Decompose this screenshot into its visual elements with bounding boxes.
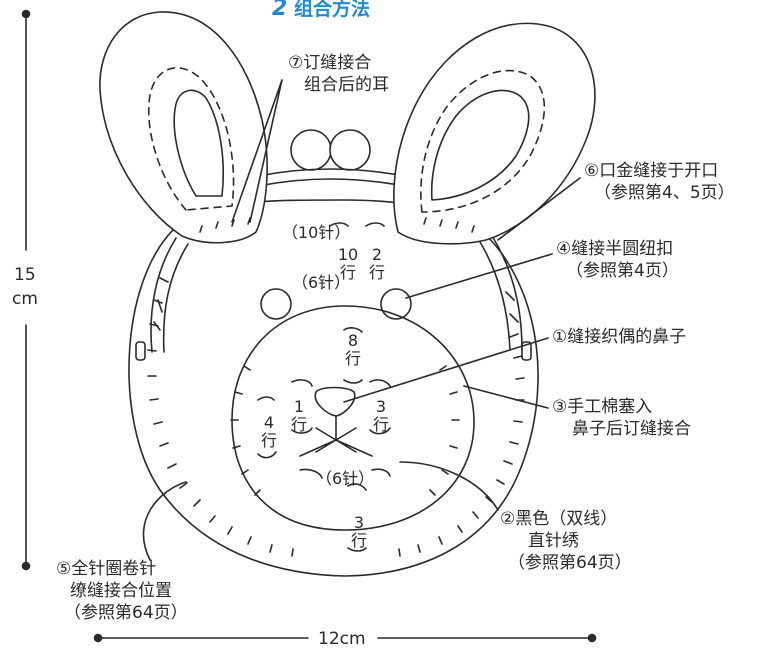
- rows-8: 8行: [344, 331, 361, 368]
- rows-1: 1行: [290, 397, 307, 434]
- rows-2: 2行: [368, 245, 385, 282]
- title-number: 2: [272, 0, 288, 21]
- clasp-hinge-left: [135, 341, 146, 361]
- leader-step5: [142, 481, 187, 561]
- nose: [314, 386, 356, 417]
- step7-line1: ⑦订缝接合: [288, 53, 372, 73]
- step6-line2: （参照第4、5页）: [594, 183, 735, 203]
- rows-4: 4行: [260, 413, 277, 450]
- diagram-title: 2 组合方法: [272, 0, 370, 21]
- step4-line2: （参照第4页）: [566, 261, 679, 281]
- left-ear-inner: [147, 67, 235, 211]
- stitch-10-needles: （10针）: [282, 223, 351, 242]
- height-unit: cm: [12, 289, 38, 309]
- step1-line1: ①缝接织偶的鼻子: [552, 327, 687, 347]
- stitch-6-needles-bottom: （6针）: [316, 469, 375, 488]
- stitch-6-needles-top: （6针）: [292, 273, 351, 292]
- step3-line2: 鼻子后订缝接合: [572, 419, 691, 439]
- step5-line3: （参照第64页）: [64, 603, 188, 623]
- left-ear: [99, 11, 268, 244]
- title-text: 组合方法: [293, 0, 370, 20]
- rows-3-bottom: 3行: [350, 513, 367, 550]
- width-value: 12cm: [318, 629, 366, 649]
- height-dimension-line: [21, 9, 31, 571]
- step2-line1: ②黑色（双线）: [500, 509, 618, 529]
- step3-line1: ③手工棉塞入: [552, 397, 653, 417]
- leader-step4: [405, 253, 553, 299]
- height-value: 15: [14, 265, 36, 285]
- clasp-arm-right: [479, 235, 523, 351]
- right-ear-inner-line: [430, 89, 530, 201]
- clasp-frame: [257, 168, 405, 187]
- leader-step1: [343, 337, 549, 403]
- clasp-ball-right: [329, 129, 371, 171]
- leader-step3: [463, 385, 549, 409]
- step5-line2: 缭缝接合位置: [70, 581, 172, 601]
- left-ear-inner-line: [173, 89, 225, 197]
- mouth-stitch: [299, 415, 373, 457]
- left-eye-button: [260, 288, 292, 320]
- clasp-arm-left: [150, 237, 189, 353]
- rows-3-right: 3行: [372, 397, 389, 434]
- step2-line3: （参照第64页）: [508, 553, 632, 573]
- clasp-ball-left: [290, 129, 332, 171]
- right-ear: [393, 22, 596, 245]
- step4-line1: ④缝接半圆纽扣: [556, 239, 674, 259]
- clasp-hinge-right: [521, 341, 532, 361]
- step2-line2: 直针绣: [528, 531, 579, 551]
- rows-10: 10行: [337, 245, 359, 282]
- width-dimension-line: [93, 633, 597, 643]
- leader-step2: [399, 461, 499, 511]
- leader-step7: [231, 79, 283, 223]
- step5-line1: ⑤全针圈卷针: [56, 559, 157, 579]
- step6-line1: ⑥口金缝接于开口: [584, 161, 719, 181]
- leader-step6: [497, 177, 581, 241]
- step7-line2: 组合后的耳: [304, 75, 389, 95]
